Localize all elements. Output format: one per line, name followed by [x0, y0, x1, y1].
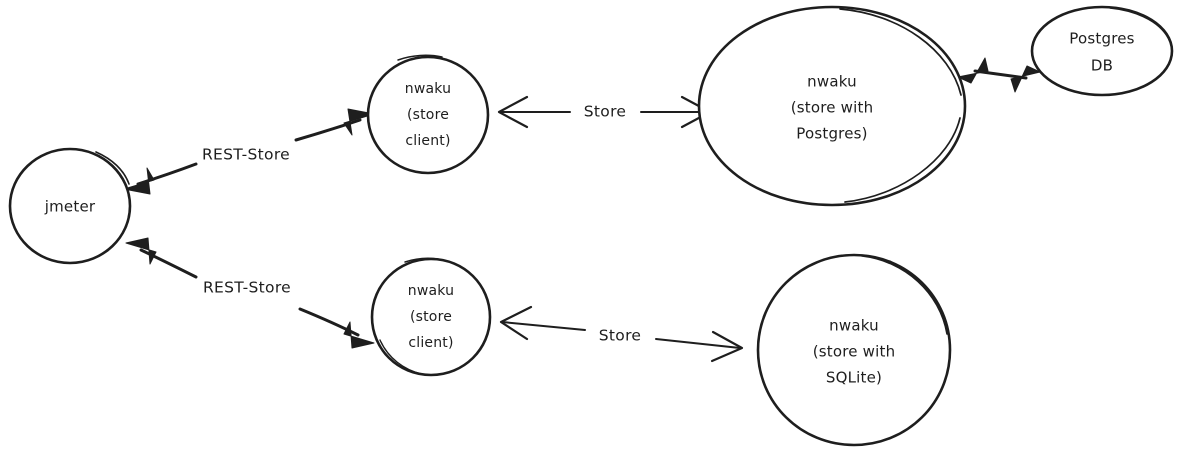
node-postgres-db-shape: [1030, 5, 1174, 97]
node-store-with-postgres-label-line2: (store with: [791, 99, 874, 117]
arrowhead-to-sqlite-node-icon: [710, 330, 744, 363]
arrowhead-to-jmeter-icon: [125, 237, 157, 265]
node-store-client-bottom-label-line1: nwaku: [408, 283, 454, 299]
arrowhead-to-jmeter-icon: [123, 167, 155, 195]
arrowhead-to-postgres-db-icon: [1010, 65, 1041, 93]
edge-jmeter-to-store-client-top[interactable]: REST-Store: [123, 108, 375, 195]
node-store-client-top-label-line3: client): [405, 133, 450, 149]
node-store-with-sqlite-sketch-overstroke-2: [765, 387, 853, 446]
node-store-with-postgres-sketch-overstroke-2: [844, 117, 961, 203]
node-jmeter-shape: [8, 147, 132, 265]
node-jmeter[interactable]: jmeter: [8, 147, 132, 265]
node-store-client-bottom-sketch-overstroke-2: [379, 339, 423, 375]
node-jmeter-label: jmeter: [44, 198, 96, 216]
edge-segment-right: [655, 338, 741, 349]
node-store-with-postgres[interactable]: nwaku (store with Postgres): [697, 5, 967, 207]
node-postgres-db-label-line1: Postgres: [1069, 30, 1134, 48]
node-store-with-postgres-sketch-overstroke: [839, 8, 962, 96]
edge-label-rest-store-top: REST-Store: [202, 146, 290, 164]
arrowhead-to-store-client-bottom-icon: [343, 321, 375, 349]
edge-label-rest-store-bottom: REST-Store: [203, 279, 291, 297]
node-store-with-sqlite-label-line3: SQLite): [826, 369, 882, 387]
node-store-with-postgres-label-line1: nwaku: [807, 73, 857, 91]
edge-label-store-top: Store: [584, 103, 626, 121]
node-store-client-bottom-sketch-overstroke: [404, 257, 451, 263]
node-store-client-top[interactable]: nwaku (store client): [366, 54, 490, 175]
edge-segment-left: [136, 162, 198, 186]
edge-segment-right: [294, 118, 362, 142]
arrowhead-to-store-client-bottom-icon: [499, 305, 533, 341]
edge-segment-right: [298, 307, 360, 337]
edge-segment-left: [139, 248, 198, 279]
edge-jmeter-to-store-client-bottom[interactable]: REST-Store: [125, 237, 375, 349]
node-store-client-bottom-label-line2: (store: [410, 309, 452, 325]
edge-store-client-top-to-postgres-node[interactable]: Store: [497, 95, 712, 129]
edge-postgres-node-to-postgres-db[interactable]: [957, 57, 1041, 93]
node-jmeter-sketch-overstroke: [95, 151, 130, 185]
node-store-client-top-shape: [366, 55, 490, 175]
node-store-client-bottom-shape: [370, 257, 492, 377]
node-store-with-postgres-shape: [697, 5, 967, 207]
node-store-client-bottom-label-line3: client): [408, 335, 453, 351]
edge-label-store-bottom: Store: [599, 327, 641, 345]
node-store-client-bottom[interactable]: nwaku (store client): [370, 257, 492, 377]
node-store-with-sqlite-shape: [756, 253, 952, 447]
edge-segment-left: [501, 321, 586, 331]
node-store-with-sqlite-label-line1: nwaku: [829, 317, 879, 335]
node-postgres-db[interactable]: Postgres DB: [1030, 5, 1174, 97]
node-store-with-sqlite[interactable]: nwaku (store with SQLite): [756, 253, 952, 447]
arrowhead-to-store-client-top-icon: [497, 95, 529, 129]
edge-store-client-bottom-to-sqlite-node[interactable]: Store: [499, 305, 744, 363]
node-postgres-db-sketch-overstroke: [1109, 7, 1171, 43]
node-store-client-top-sketch-overstroke: [397, 54, 443, 61]
node-store-with-sqlite-label-line2: (store with: [813, 343, 896, 361]
arrowhead-to-postgres-node-icon: [957, 57, 989, 84]
arrowhead-to-store-client-top-icon: [343, 108, 375, 136]
node-store-with-postgres-label-line3: Postgres): [796, 125, 867, 143]
node-postgres-db-label-line2: DB: [1091, 57, 1113, 75]
node-store-client-top-label-line2: (store: [407, 107, 449, 123]
node-store-client-top-label-line1: nwaku: [405, 81, 451, 97]
node-store-with-sqlite-sketch-overstroke: [861, 255, 948, 335]
